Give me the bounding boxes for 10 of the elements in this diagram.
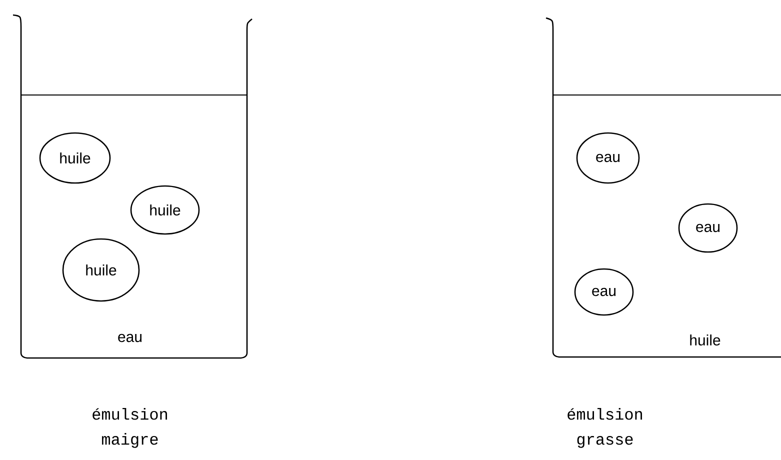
liquid-label: eau bbox=[118, 334, 142, 342]
droplet: eau bbox=[574, 268, 634, 316]
node-label: émulsion maigre bbox=[92, 408, 167, 448]
node-label: émulsion grasse bbox=[568, 408, 642, 448]
droplet: huile bbox=[62, 238, 140, 302]
droplet: huile bbox=[39, 132, 111, 184]
droplet: eau bbox=[678, 203, 738, 253]
droplet: huile bbox=[130, 185, 200, 235]
droplet: eau bbox=[576, 132, 640, 184]
liquid-label: huile bbox=[690, 334, 720, 346]
